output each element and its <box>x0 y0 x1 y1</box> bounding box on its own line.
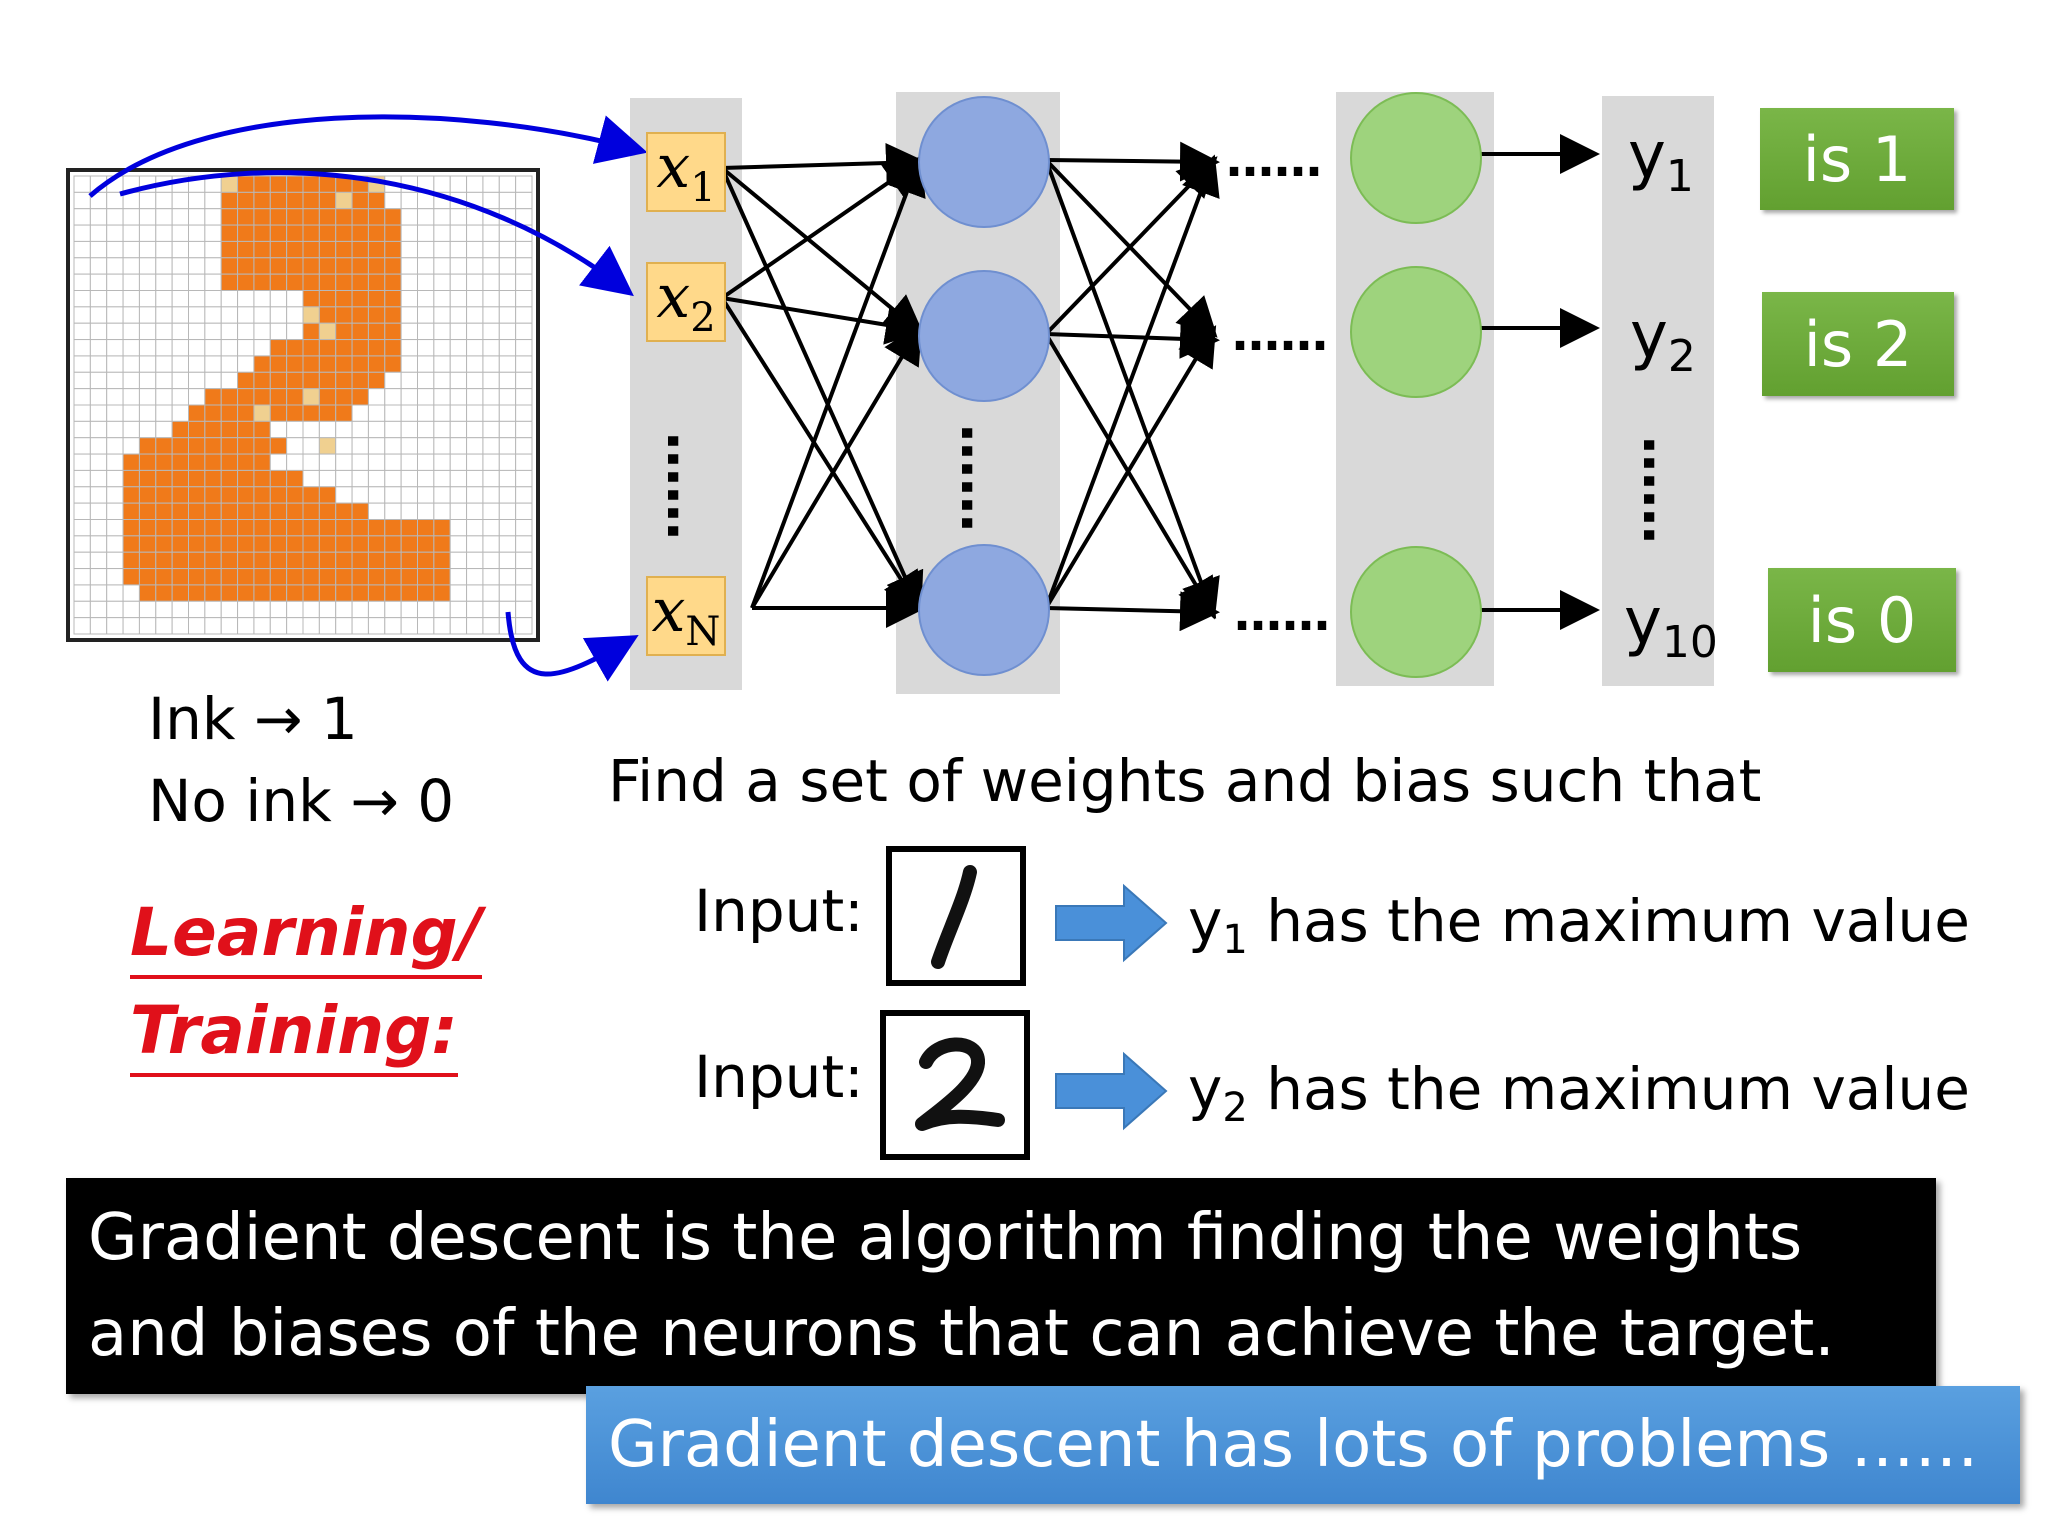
hidden-node-1 <box>918 96 1050 228</box>
input-label-2: Input: <box>694 1043 864 1111</box>
input-node-x2: x2 <box>646 262 726 342</box>
output-vertical-ellipsis: …… <box>1631 436 1694 544</box>
arrow-to-result-1 <box>1055 883 1168 963</box>
class-label-is-0: is 0 <box>1768 568 1956 672</box>
input-vertical-ellipsis: …… <box>655 432 718 540</box>
grid-frame <box>66 168 540 642</box>
digit-image-1 <box>886 846 1026 986</box>
gradient-descent-callout: Gradient descent is the algorithm findin… <box>66 1178 1936 1394</box>
layer-ellipsis-middle: …… <box>1232 306 1328 362</box>
digit-image-2 <box>880 1010 1030 1160</box>
hidden-vertical-ellipsis: …… <box>949 424 1012 532</box>
arrow-to-result-2 <box>1055 1051 1168 1131</box>
last-hidden-node-2 <box>1350 266 1482 398</box>
pixel-cell <box>515 617 533 635</box>
class-label-is-2: is 2 <box>1762 292 1954 396</box>
digit-pixel-grid <box>66 168 540 642</box>
layer-ellipsis-top: …… <box>1226 132 1322 188</box>
last-hidden-node-3 <box>1350 546 1482 678</box>
class-label-is-1: is 1 <box>1760 108 1954 210</box>
pixel-mapping-arrows <box>88 114 648 682</box>
hidden-node-3 <box>918 544 1050 676</box>
grid-cells <box>73 175 533 635</box>
output-layer-band <box>1602 96 1714 686</box>
learning-label-line1: Learning/ <box>130 894 482 979</box>
ink-encoding: Ink → 1 <box>148 685 358 753</box>
input-node-xN: xN <box>646 576 726 656</box>
input-label-1: Input: <box>694 877 864 945</box>
objective-heading: Find a set of weights and bias such that <box>608 747 1762 815</box>
output-arrows <box>1478 134 1600 630</box>
last-hidden-node-1 <box>1350 92 1482 224</box>
input-node-x1: x1 <box>646 132 726 212</box>
output-label-y2: y2 <box>1630 299 1696 382</box>
no-ink-encoding: No ink → 0 <box>148 767 455 835</box>
learning-label-line2: Training: <box>130 992 458 1077</box>
hidden-to-next-edges <box>1044 141 1220 632</box>
result-text-2: y2 has the maximum value <box>1188 1055 1970 1131</box>
result-text-1: y1 has the maximum value <box>1188 887 1970 963</box>
output-label-y10: y10 <box>1624 585 1718 668</box>
layer-ellipsis-bottom: …… <box>1234 586 1330 642</box>
output-label-y1: y1 <box>1628 119 1694 202</box>
gradient-problems-callout: Gradient descent has lots of problems …… <box>586 1386 2020 1504</box>
hidden-node-2 <box>918 270 1050 402</box>
input-to-hidden-edges <box>720 142 926 628</box>
